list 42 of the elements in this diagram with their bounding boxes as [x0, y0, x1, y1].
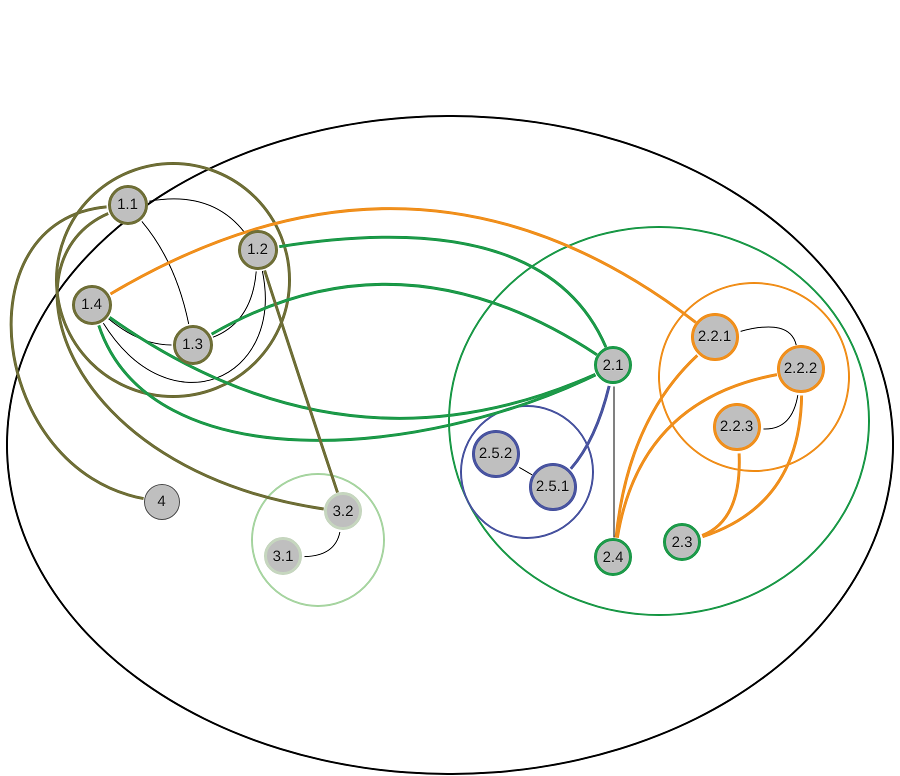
connector-line: [212, 270, 257, 338]
group-circle: [54, 162, 290, 398]
connector-line: [762, 394, 798, 430]
node-circle: 2.4: [594, 538, 632, 576]
node-circle: 1.2: [238, 230, 278, 270]
connector-line: [304, 532, 340, 558]
node-circle: 2.2.2: [776, 344, 824, 392]
connector-line: [263, 270, 339, 494]
connector-line: [616, 373, 778, 538]
connector-line: [614, 354, 698, 538]
node-circle: 3.2: [324, 492, 362, 530]
connector-line: [97, 324, 596, 442]
boundary-ellipse: [6, 115, 894, 775]
node-circle: 3.1: [264, 537, 302, 575]
connector-line: [10, 205, 144, 500]
group-circle: [658, 282, 850, 472]
connector-line: [148, 198, 246, 234]
group-circle: [250, 472, 384, 606]
connector-line: [141, 220, 190, 324]
node-circle: 1.1: [108, 184, 148, 224]
connector-line: [702, 395, 804, 538]
connector-line: [56, 212, 324, 510]
node-circle: 2.2.1: [690, 312, 738, 360]
node-circle: 4: [144, 484, 180, 520]
connector-line: [108, 316, 596, 420]
connector-line: [518, 466, 533, 476]
node-circle: 1.4: [72, 284, 112, 324]
connector-line: [279, 236, 608, 348]
connector-line: [570, 386, 611, 470]
connector-line: [102, 270, 266, 383]
node-circle: 2.1: [594, 346, 632, 384]
connector-line: [740, 326, 797, 346]
connector-line: [701, 453, 741, 537]
group-circle: [460, 405, 594, 539]
connector-line: [110, 208, 697, 324]
node-circle: 2.3: [663, 523, 701, 561]
group-circle: [448, 226, 870, 616]
node-circle: 2.5.2: [472, 430, 520, 478]
connector-line: [210, 283, 598, 356]
node-circle: 2.5.1: [528, 462, 576, 510]
node-circle: 1.3: [172, 324, 212, 364]
node-circle: 2.2.3: [712, 402, 760, 450]
